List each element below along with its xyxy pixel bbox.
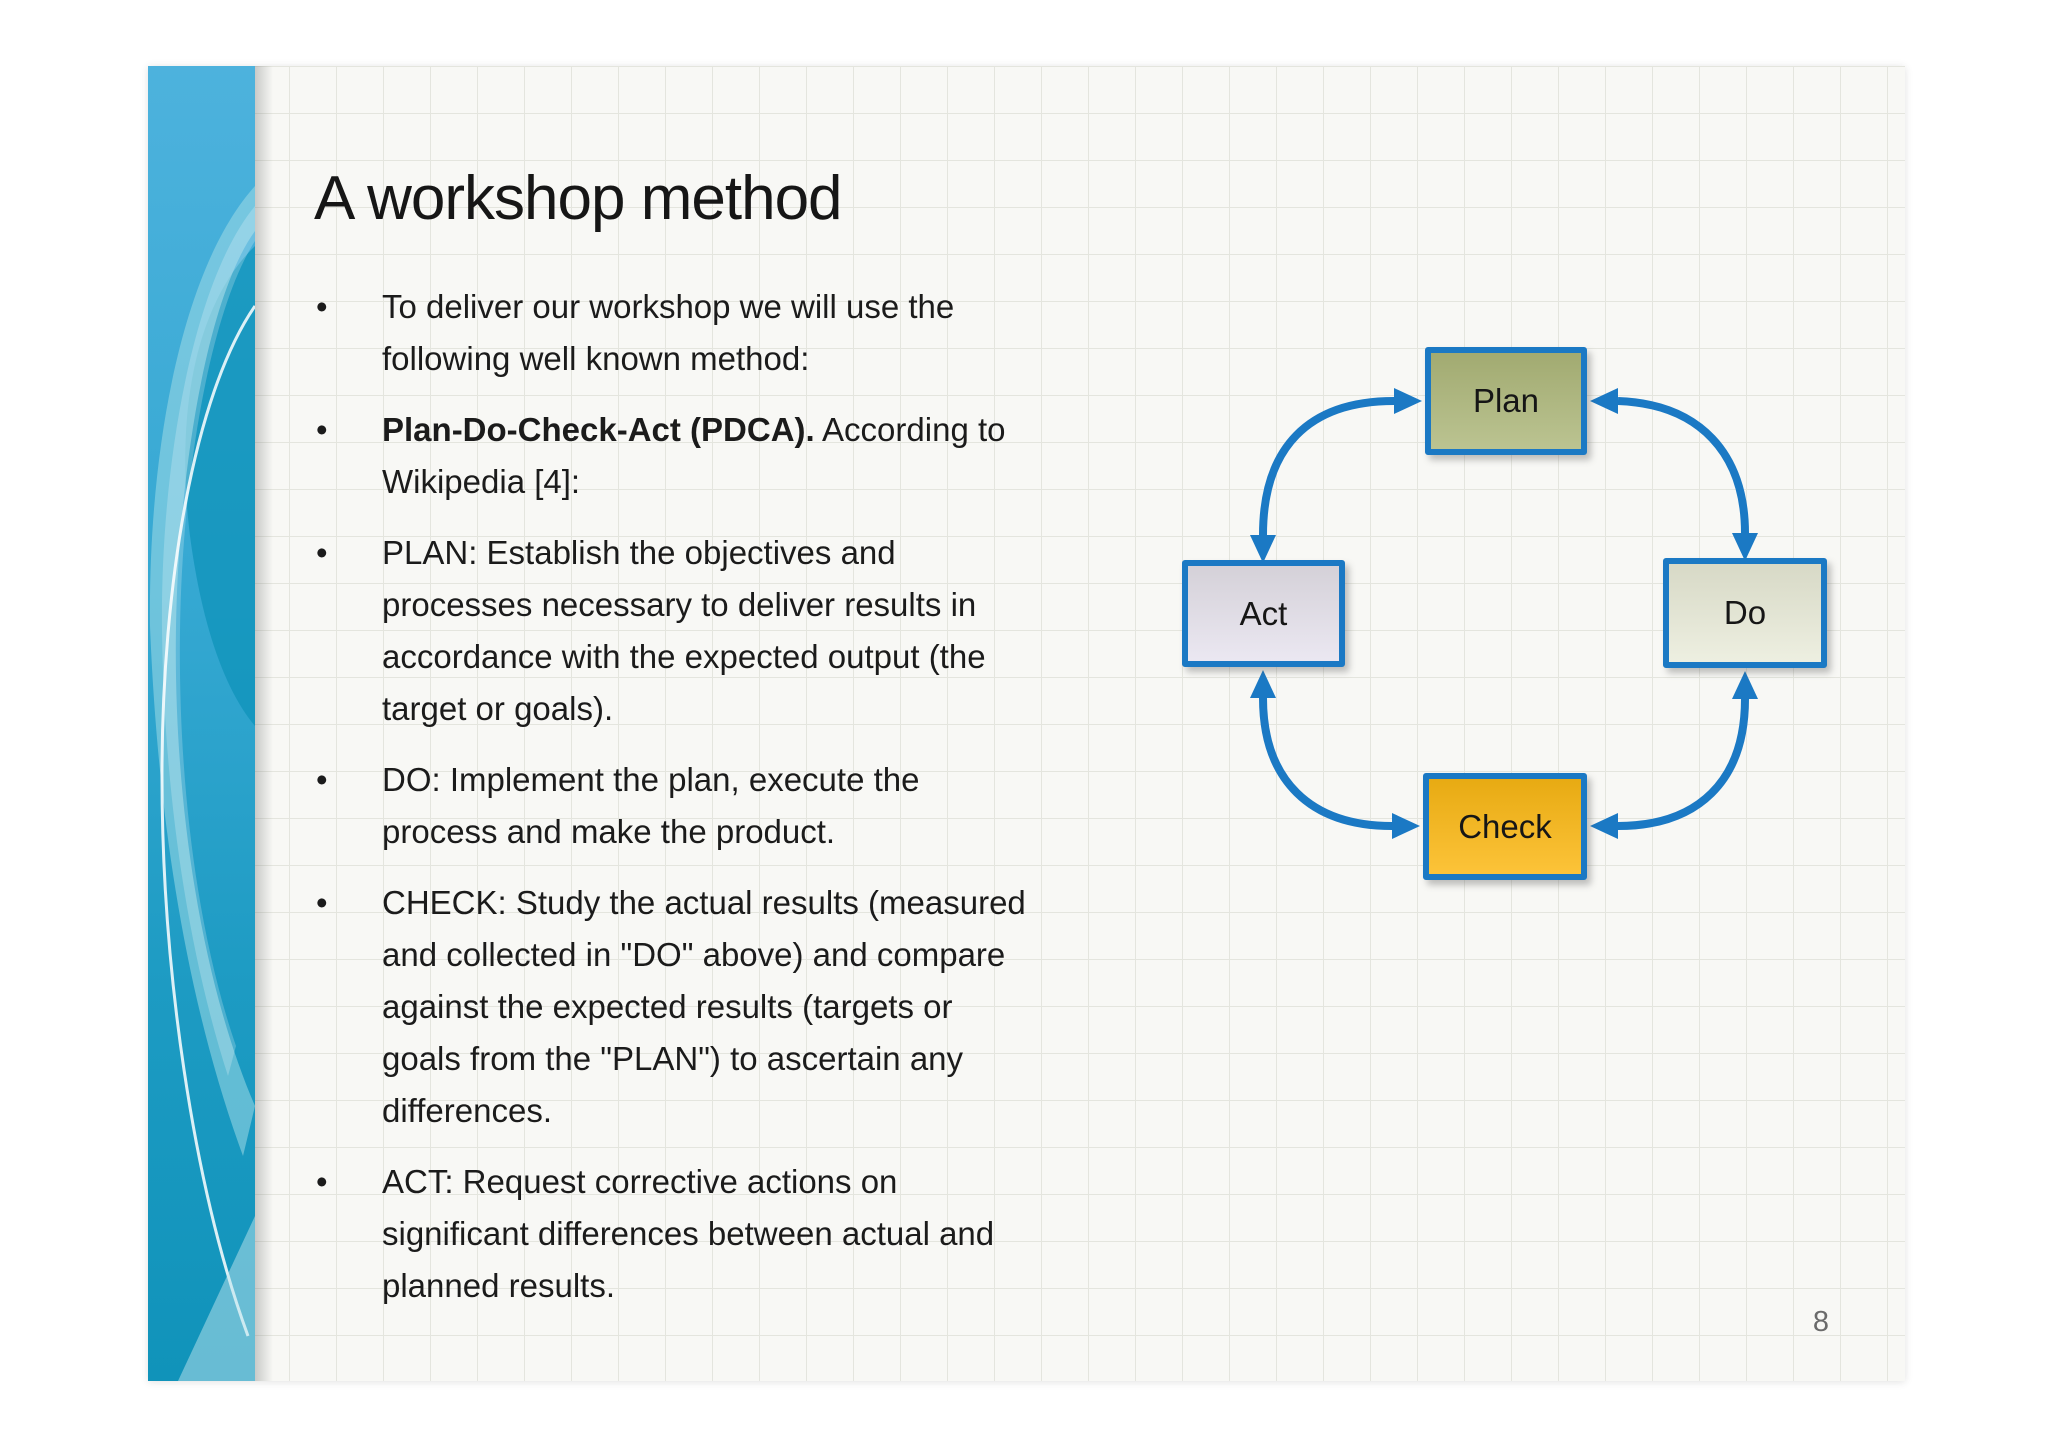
- node-label-plan: Plan: [1472, 382, 1540, 419]
- arrow-act-plan: [1250, 388, 1422, 563]
- slide: A workshop method • To deliver our worksh…: [148, 66, 1905, 1381]
- band-corner-triangle: [178, 1216, 255, 1381]
- page-number: 8: [1812, 1306, 1829, 1338]
- bullet-marker: •: [316, 761, 328, 798]
- bullet-text: To deliver our workshop we will use the …: [382, 288, 955, 377]
- arrow-plan-do: [1590, 388, 1758, 561]
- bullet-plan: • PLAN: Establish the objectives and proc…: [316, 527, 1166, 735]
- bullet-intro: • To deliver our workshop we will use the…: [316, 281, 1166, 385]
- arrowhead-into-do-bottom: [1732, 671, 1758, 699]
- arrowhead-into-act-bottom: [1250, 670, 1276, 698]
- bullet-text: DO: Implement the plan, execute the proc…: [382, 761, 920, 850]
- diagram-node-plan: Plan: [1425, 347, 1587, 455]
- band-thin-white-line: [160, 305, 255, 1337]
- band-swoosh-graphic: [149, 186, 255, 1381]
- decorative-side-band: [148, 66, 255, 1381]
- bullet-text-bold: Plan-Do-Check-Act (PDCA).: [382, 411, 815, 448]
- node-label-check: Check: [1458, 807, 1552, 845]
- bullet-text: According to Wikipedia [4]:: [382, 411, 1006, 500]
- bullet-pdca: • Plan-Do-Check-Act (PDCA). According to …: [316, 404, 1166, 508]
- bullet-check: • CHECK: Study the actual results (measur…: [316, 877, 1166, 1137]
- node-label-do: Do: [1723, 594, 1767, 631]
- band-light-swoosh-shape: [149, 186, 255, 1156]
- arrowhead-into-act-top: [1250, 535, 1276, 563]
- bullet-text: CHECK: Study the actual results (measure…: [382, 884, 1026, 1129]
- arrowhead-into-check-right: [1590, 813, 1618, 839]
- bullet-text: PLAN: Establish the objectives and proce…: [382, 534, 986, 727]
- diagram-node-act: Act: [1182, 560, 1345, 667]
- bullet-list: • To deliver our workshop we will use the…: [316, 281, 1166, 1331]
- band-highlight-shape: [161, 206, 255, 1076]
- bullet-do: • DO: Implement the plan, execute the pro…: [316, 754, 1166, 858]
- bullet-marker: •: [316, 1163, 328, 1200]
- band-shadow: [255, 66, 273, 1381]
- bullet-marker: •: [316, 884, 328, 921]
- node-label-act: Act: [1239, 594, 1288, 632]
- bullet-marker: •: [316, 411, 328, 448]
- bullet-marker: •: [316, 288, 328, 325]
- arrowhead-into-plan-left: [1394, 388, 1422, 414]
- bullet-text: ACT: Request corrective actions on signi…: [382, 1163, 995, 1304]
- arrowhead-into-check-left: [1392, 813, 1420, 839]
- arrowhead-into-plan-right: [1590, 388, 1618, 414]
- arrowhead-into-do-top: [1732, 533, 1758, 561]
- slide-title: A workshop method: [314, 164, 843, 233]
- diagram-node-check: Check: [1423, 773, 1587, 880]
- arrow-do-check: [1590, 671, 1758, 839]
- arrow-check-act: [1250, 670, 1420, 839]
- bullet-marker: •: [316, 534, 328, 571]
- diagram-node-do: Do: [1663, 558, 1827, 668]
- bullet-act: • ACT: Request corrective actions on sign…: [316, 1156, 1166, 1312]
